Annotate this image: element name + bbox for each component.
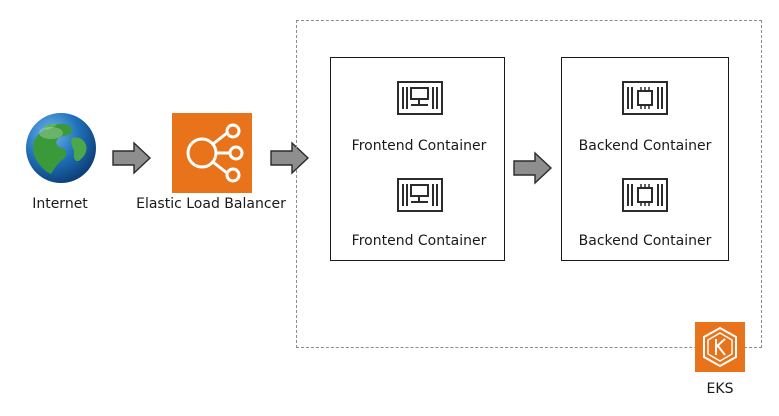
elastic-load-balancer-icon [172,113,252,193]
container-chip-icon [622,178,668,212]
frontend-container-label-top: Frontend Container [351,138,487,154]
container-icon [397,178,443,212]
arrow-elb-to-frontend [270,141,310,175]
arrow-internet-to-elb [112,141,152,175]
frontend-container-label-bottom: Frontend Container [351,233,487,249]
elb-label: Elastic Load Balancer [136,196,286,212]
backend-container-label-bottom: Backend Container [578,233,712,249]
backend-group-box: Backend Container Backend Container [561,57,729,261]
eks-label: EKS [706,381,734,397]
arrow-frontend-to-backend [513,151,553,185]
frontend-group-box: Frontend Container Frontend Container [330,57,505,261]
container-chip-icon [622,81,668,115]
eks-cluster-boundary [296,20,762,348]
backend-container-label-top: Backend Container [578,138,712,154]
container-icon [397,81,443,115]
internet-label: Internet [32,196,88,212]
globe-icon [26,113,96,183]
eks-icon [695,322,745,372]
